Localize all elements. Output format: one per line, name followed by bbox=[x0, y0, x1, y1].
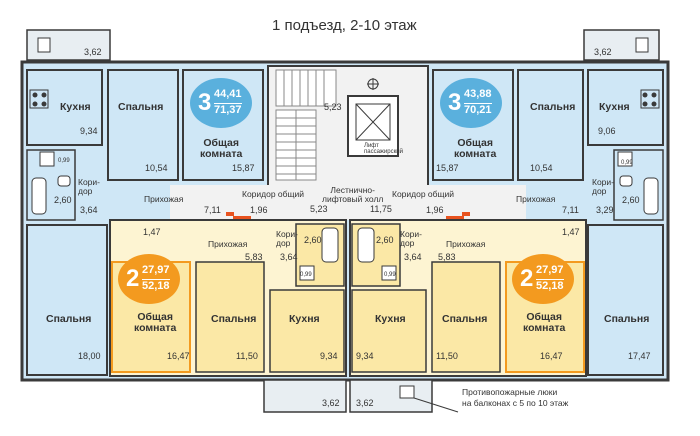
r2-corridor-area: 3,64 bbox=[404, 252, 422, 262]
page-title: 1 подъезд, 2-10 этаж bbox=[272, 17, 417, 34]
fire-hatch-note: Противопожарные люки на балконах с 5 по … bbox=[462, 387, 569, 409]
r3-wc-area: 0,99 bbox=[621, 160, 633, 166]
r3-hall-area: 7,11 bbox=[562, 205, 579, 215]
l3-closet-area: 1,47 bbox=[143, 227, 161, 237]
balcony-bottom-right bbox=[349, 379, 433, 413]
r2-corridor-label: Кори- дор bbox=[400, 229, 422, 248]
r2-kitchen-label: Кухня bbox=[375, 313, 406, 325]
r3-living-area: 15,87 bbox=[436, 163, 459, 173]
l3-corridor-area: 3,64 bbox=[80, 205, 98, 215]
l2-kitchen-area: 9,34 bbox=[320, 351, 338, 361]
r2-living-area: 16,47 bbox=[540, 351, 563, 361]
corridor-left-label: Коридор общий bbox=[242, 189, 305, 199]
l2-living-label: Общая комната bbox=[134, 311, 177, 334]
corridor-right-label: Коридор общий bbox=[392, 189, 455, 199]
l3-bedroom1-label: Спальня bbox=[118, 101, 164, 113]
flat-left2-bedroom bbox=[195, 261, 265, 373]
flat-right2-kitchen bbox=[351, 289, 427, 373]
l2-living-area: 16,47 bbox=[167, 351, 190, 361]
r2-bedroom-area: 11,50 bbox=[436, 351, 458, 361]
r3-bedroom2-label: Спальня bbox=[604, 313, 650, 325]
l3-bedroom1-area: 10,54 bbox=[145, 163, 168, 173]
r3-living-label: Общая комната bbox=[454, 137, 497, 160]
badge-right3: 3 43,88 70,21 bbox=[440, 78, 502, 128]
l3-living-area: 15,87 bbox=[232, 163, 255, 173]
hall-dim: 11,75 bbox=[370, 204, 392, 214]
l2-kitchen-label: Кухня bbox=[289, 313, 320, 325]
balcony-bottom-right-area: 3,62 bbox=[356, 398, 374, 408]
flat-right3-bedroom2 bbox=[587, 224, 664, 376]
corridor-right-dim: 1,96 bbox=[426, 205, 444, 215]
l3-kitchen-label: Кухня bbox=[60, 101, 91, 113]
flat-right2-bedroom bbox=[431, 261, 501, 373]
badge-right2: 2 27,97 52,18 bbox=[512, 254, 574, 304]
lift-label: Лифт пассажирский bbox=[364, 143, 403, 155]
r2-living-label: Общая комната bbox=[523, 311, 566, 334]
r3-bedroom2-area: 17,47 bbox=[628, 351, 651, 361]
stair-dim-bottom: 5,23 bbox=[310, 204, 328, 214]
r2-bedroom-label: Спальня bbox=[442, 313, 488, 325]
l3-kitchen-area: 9,34 bbox=[80, 126, 98, 136]
l3-bedroom2-area: 18,00 bbox=[78, 351, 101, 361]
balcony-bottom-left-area: 3,62 bbox=[322, 398, 340, 408]
flat-left3-bedroom1 bbox=[107, 69, 179, 181]
r3-bedroom1-area: 10,54 bbox=[530, 163, 553, 173]
r3-kitchen-area: 9,06 bbox=[598, 126, 616, 136]
flat-left3-bedroom2 bbox=[26, 224, 108, 376]
l3-hall-label: Прихожая bbox=[144, 194, 184, 204]
stair-hall-label: Лестнично- лифтовый холл bbox=[322, 185, 384, 204]
r3-hall-label: Прихожая bbox=[516, 194, 556, 204]
l2-hall-label: Прихожая bbox=[208, 239, 248, 249]
l3-bedroom2-label: Спальня bbox=[46, 313, 92, 325]
l2-corridor-area: 3,64 bbox=[280, 252, 298, 262]
r2-hall-area: 5,83 bbox=[438, 252, 456, 262]
l3-bath-area: 2,60 bbox=[54, 195, 72, 205]
l3-wc-area: 0,99 bbox=[58, 158, 70, 164]
r3-closet-area: 1,47 bbox=[562, 227, 580, 237]
r3-bath-area: 2,60 bbox=[622, 195, 640, 205]
l2-hall-area: 5,83 bbox=[245, 252, 263, 262]
flat-left2-kitchen bbox=[269, 289, 345, 373]
flat-right3-bedroom1 bbox=[517, 69, 584, 181]
l2-wc-area: 0,99 bbox=[300, 272, 312, 278]
r2-hall-label: Прихожая bbox=[446, 239, 486, 249]
l3-hall-area: 7,11 bbox=[204, 205, 221, 215]
stairs bbox=[275, 69, 337, 181]
r3-bedroom1-label: Спальня bbox=[530, 101, 576, 113]
r3-corridor-label: Кори- дор bbox=[592, 177, 614, 196]
l2-bedroom-label: Спальня bbox=[211, 313, 257, 325]
balcony-top-right-area: 3,62 bbox=[594, 47, 612, 57]
balcony-bottom-left bbox=[263, 379, 347, 413]
l3-living-label: Общая комната bbox=[200, 137, 243, 160]
r3-corridor-area: 3,29 bbox=[596, 205, 614, 215]
l2-bedroom-area: 11,50 bbox=[236, 351, 258, 361]
badge-left2: 2 27,97 52,18 bbox=[118, 254, 180, 304]
l3-corridor-label: Кори- дор bbox=[78, 177, 100, 196]
l2-corridor-label: Кори- дор bbox=[276, 229, 298, 248]
l2-bath-area: 2,60 bbox=[304, 235, 322, 245]
r2-kitchen-area: 9,34 bbox=[356, 351, 374, 361]
badge-left3: 3 44,41 71,37 bbox=[190, 78, 252, 128]
corridor-left-dim: 1,96 bbox=[250, 205, 268, 215]
stair-dim-top: 5,23 bbox=[324, 102, 342, 112]
r3-kitchen-label: Кухня bbox=[599, 101, 630, 113]
r2-wc-area: 0,99 bbox=[384, 272, 396, 278]
balcony-top-left-area: 3,62 bbox=[84, 47, 102, 57]
r2-bath-area: 2,60 bbox=[376, 235, 394, 245]
